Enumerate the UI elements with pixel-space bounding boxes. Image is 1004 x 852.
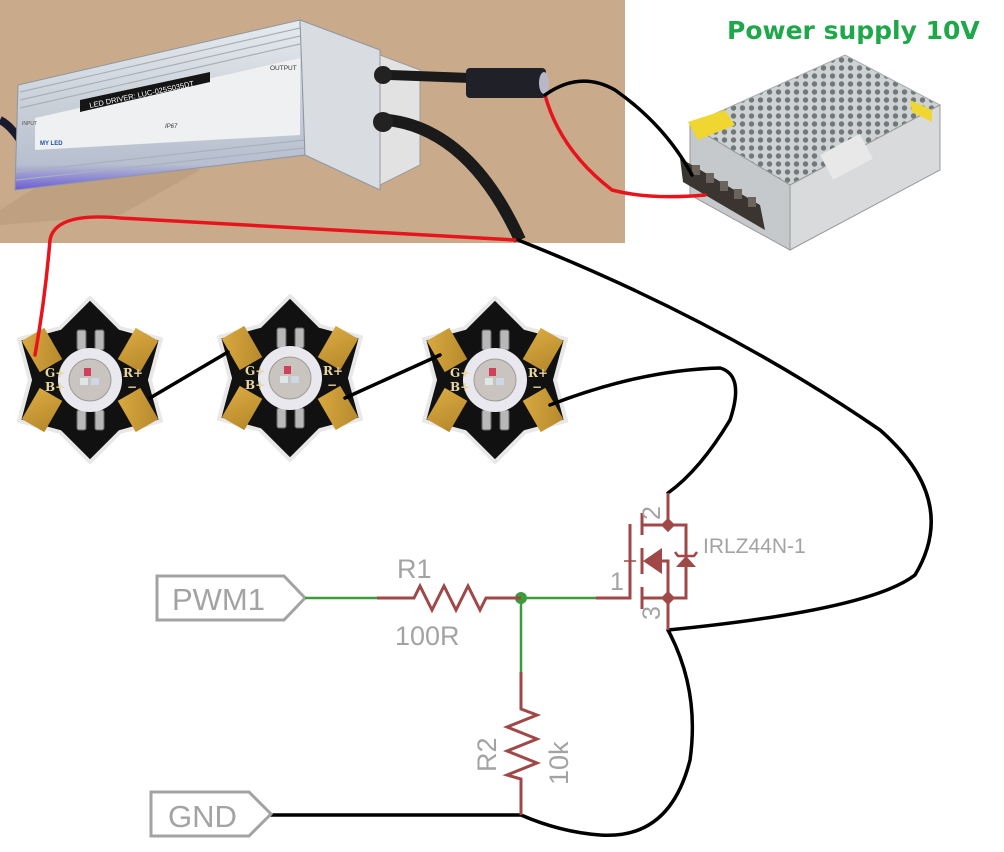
led-driver-photo: LED DRIVER: LUC-025S035DT OUTPUT INPUT I… <box>0 0 625 243</box>
rgb-led-group: G+B+R+−G+B+R+−G+B+R+− <box>17 294 568 464</box>
led-terminal <box>499 329 510 351</box>
wire-red-psu <box>543 93 707 199</box>
r1-value: 100R <box>395 621 460 651</box>
gnd-net-label[interactable]: GND <box>149 790 274 838</box>
resistor-r1[interactable] <box>377 582 521 614</box>
led-solder-pad <box>317 325 359 371</box>
pwm-net-label[interactable]: PWM1 <box>155 574 308 622</box>
led-driver-body: LED DRIVER: LUC-025S035DT OUTPUT INPUT I… <box>14 19 421 191</box>
wire-red-led-positive <box>33 215 517 357</box>
wire-black-psu <box>543 79 694 177</box>
led-die-green <box>80 378 88 385</box>
led-terminal <box>481 409 492 431</box>
led-pad-label-r: R+ <box>323 364 343 378</box>
zener-diode <box>676 556 696 567</box>
pin-gate-label: 1 <box>610 568 624 596</box>
driver-output-cable-2 <box>387 114 526 243</box>
led-pad-label-b: B+ <box>245 378 265 392</box>
pwm-label-text: PWM1 <box>172 582 265 617</box>
led-solder-pad <box>117 327 159 373</box>
led-pad-label-g: G+ <box>45 366 65 380</box>
pin-source-label: 3 <box>638 606 666 620</box>
led-solder-pad <box>522 327 564 373</box>
wires <box>33 79 933 837</box>
led-die-blue <box>496 378 504 385</box>
resistor-r2[interactable] <box>502 672 542 815</box>
rgb-led-3: G+B+ R+− <box>422 296 568 464</box>
wire-led2-led3 <box>343 353 442 400</box>
led-terminal <box>294 327 305 349</box>
led-pad-label-minus: − <box>327 378 337 392</box>
led-solder-pad <box>426 387 468 433</box>
led-die-green <box>280 376 288 383</box>
wire-led3-drain <box>548 366 738 495</box>
led-pad-label-r: R+ <box>528 366 548 380</box>
r1-name: R1 <box>397 554 432 584</box>
led-solder-pad <box>117 387 159 433</box>
led-terminal <box>499 409 510 431</box>
gnd-label-text: GND <box>168 799 237 834</box>
r2-name: R2 <box>472 737 502 772</box>
led-die-red <box>489 368 496 376</box>
led-solder-pad <box>317 385 359 431</box>
dc-jack <box>466 68 546 98</box>
led-solder-pad <box>21 327 63 373</box>
led-pad-label-minus: − <box>532 380 542 394</box>
schematic: PWM1 GND R1 100R R2 10k <box>149 493 806 838</box>
led-lens <box>473 358 517 402</box>
led-pad-label-g: G+ <box>245 364 265 378</box>
wire-led1-led2 <box>148 350 230 400</box>
led-solder-pad <box>426 327 468 373</box>
led-terminal <box>276 407 287 429</box>
rgb-led-1: G+B+ R+− <box>17 296 163 464</box>
mosfet-body-arrow <box>643 548 662 574</box>
driver-logo: MY LED <box>40 141 63 147</box>
mosfet-name: IRLZ44N-1 <box>703 535 806 558</box>
led-pad-label-minus: − <box>127 380 137 394</box>
led-die-blue <box>291 376 299 383</box>
led-die-green <box>485 378 493 385</box>
led-die-red <box>84 368 91 376</box>
terminal-block <box>680 158 765 230</box>
wire-ground <box>269 628 695 837</box>
led-terminal <box>481 329 492 351</box>
led-terminal <box>94 409 105 431</box>
led-terminal <box>94 329 105 351</box>
r2-value: 10k <box>544 741 574 785</box>
led-solder-pad <box>21 387 63 433</box>
led-terminal <box>294 407 305 429</box>
driver-output-cable <box>389 70 471 83</box>
led-terminal <box>76 329 87 351</box>
led-terminal <box>276 327 287 349</box>
driver-input-label: INPUT <box>22 121 37 127</box>
led-lens <box>68 358 112 402</box>
led-solder-pad <box>522 387 564 433</box>
power-supply-title: Power supply 10V <box>727 16 980 45</box>
rgb-led-2: G+B+ R+− <box>217 294 363 462</box>
led-die-red <box>284 366 291 374</box>
led-solder-pad <box>221 325 263 371</box>
driver-rating-label: IP67 <box>165 124 178 130</box>
led-pad-label-r: R+ <box>123 366 143 380</box>
driver-output-label: OUTPUT <box>270 65 297 72</box>
led-pad-label-b: B+ <box>45 380 65 394</box>
power-supply-photo: Power supply 10V <box>680 16 980 251</box>
led-pad-label-b: B+ <box>450 380 470 394</box>
led-lens <box>268 356 312 400</box>
pin-drain-label: 2 <box>638 506 666 520</box>
led-die-blue <box>91 378 99 385</box>
wire-driver-source <box>516 238 933 632</box>
led-pad-label-g: G+ <box>450 366 470 380</box>
led-terminal <box>76 409 87 431</box>
led-solder-pad <box>221 385 263 431</box>
